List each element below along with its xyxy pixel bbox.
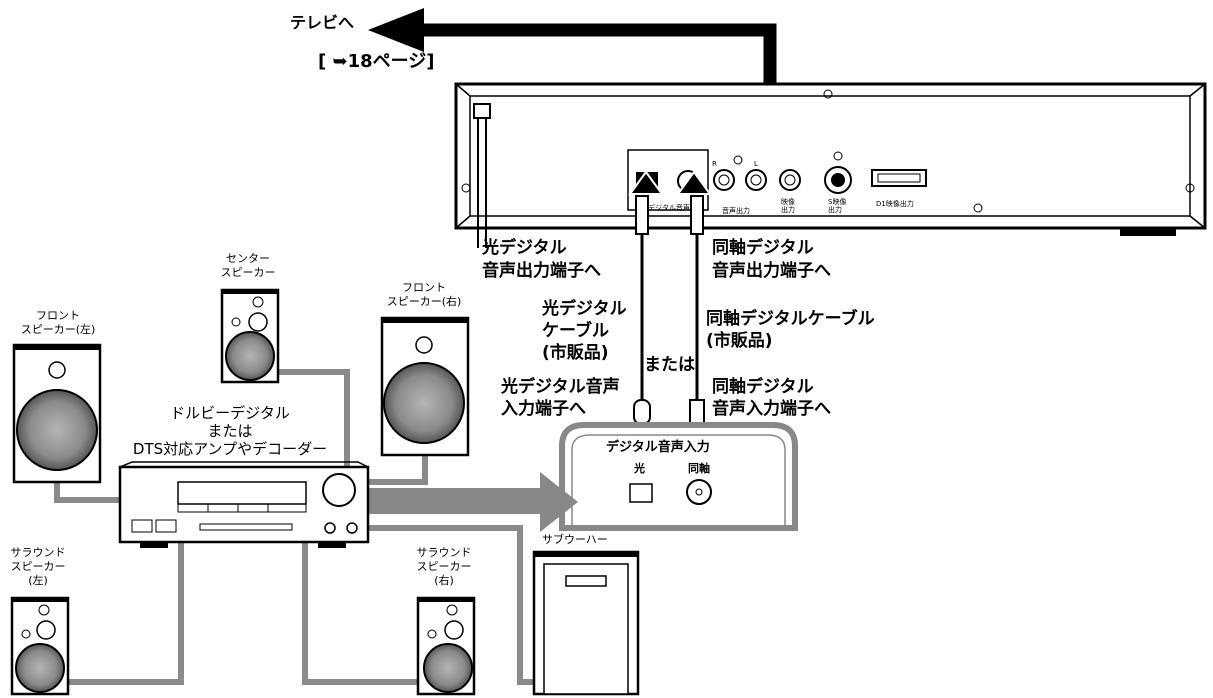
coaxial-input-jack <box>686 479 712 505</box>
optical-input-label-2: 入力端子へ <box>501 398 586 419</box>
coaxial-input-label-2: 音声入力端子へ <box>712 398 831 419</box>
optical-input-jack <box>629 483 653 503</box>
amplifier-label-1: ドルビーデジタル <box>170 404 290 422</box>
front-left-speaker <box>12 343 102 484</box>
optical-jack-label-2: 音声出力端子へ <box>482 260 601 281</box>
surround-left-label-1: サラウンド <box>11 546 66 559</box>
amplifier-label-3: DTS対応アンプやデコーダー <box>133 440 327 458</box>
d1-out-label: D1映像出力 <box>876 199 914 208</box>
coaxial-input-label: 同軸 <box>688 461 710 475</box>
tv-label: テレビへ <box>290 13 354 32</box>
front-left-label-1: フロント <box>36 309 80 322</box>
surround-right-label-1: サラウンド <box>417 546 472 559</box>
player-rear-panel: R L デジタル音声出力 音声出力 映像 出力 S映像 出力 D1映像出力 <box>454 82 1207 248</box>
surround-left-speaker <box>10 596 70 696</box>
surround-right-speaker <box>416 596 476 696</box>
amplifier-label-2: または <box>207 422 252 440</box>
speaker-wires <box>54 369 534 685</box>
optical-cable-label-2: ケーブル <box>542 320 609 341</box>
amp-panel-title: デジタル音声入力 <box>606 439 710 455</box>
coaxial-cable-label-1: 同軸デジタルケーブル <box>706 308 875 329</box>
surround-right-label-2: スピーカー <box>417 560 472 573</box>
or-label: または <box>644 355 695 375</box>
audio-r-label: R <box>712 160 717 168</box>
digital-out-label: デジタル音声出力 <box>648 203 704 212</box>
video-out-label-1: 映像 <box>781 197 795 206</box>
digital-cables <box>633 195 705 440</box>
s-video-label-2: 出力 <box>828 205 842 214</box>
amplifier <box>118 461 370 548</box>
optical-input-label-1: 光デジタル音声 <box>500 376 620 397</box>
coaxial-jack-label-2: 音声出力端子へ <box>712 260 831 281</box>
surround-left-label-2: スピーカー <box>11 560 66 573</box>
optical-input-label: 光 <box>633 461 645 475</box>
optical-cable-label-1: 光デジタル <box>541 298 627 319</box>
coaxial-input-label-1: 同軸デジタル <box>712 376 814 397</box>
surround-left-label-3: (左) <box>28 574 48 587</box>
subwoofer <box>532 550 640 696</box>
audio-out-label: 音声出力 <box>722 206 750 215</box>
big-arrow-icon <box>368 472 578 532</box>
front-right-label-2: スピーカー(右) <box>387 294 462 308</box>
amp-input-panel: デジタル音声入力 光 同軸 <box>559 422 798 531</box>
arrow-to-tv-icon <box>368 8 424 52</box>
center-speaker-label-2: スピーカー <box>221 266 276 279</box>
front-left-label-2: スピーカー(左) <box>21 323 96 336</box>
coaxial-jack-label-1: 同軸デジタル <box>712 237 814 258</box>
subwoofer-label: サブウーハー <box>542 532 608 546</box>
front-right-speaker <box>380 316 470 457</box>
center-speaker <box>220 288 280 384</box>
video-out-label-2: 出力 <box>781 205 795 214</box>
front-right-label-1: フロント <box>402 281 446 294</box>
surround-right-label-3: (右) <box>434 573 454 587</box>
optical-jack-label-1: 光デジタル <box>481 237 567 258</box>
optical-cable-label-3: (市販品) <box>542 342 609 363</box>
center-speaker-label-1: センター <box>226 252 270 265</box>
optical-plug-arrow-icon <box>628 170 664 195</box>
coaxial-cable-label-2: (市販品) <box>706 330 773 351</box>
page-ref: [ ➥18ページ] <box>318 51 435 72</box>
audio-l-label: L <box>754 160 758 168</box>
coaxial-plug-arrow-icon <box>676 170 712 195</box>
s-video-label-1: S映像 <box>828 197 846 206</box>
